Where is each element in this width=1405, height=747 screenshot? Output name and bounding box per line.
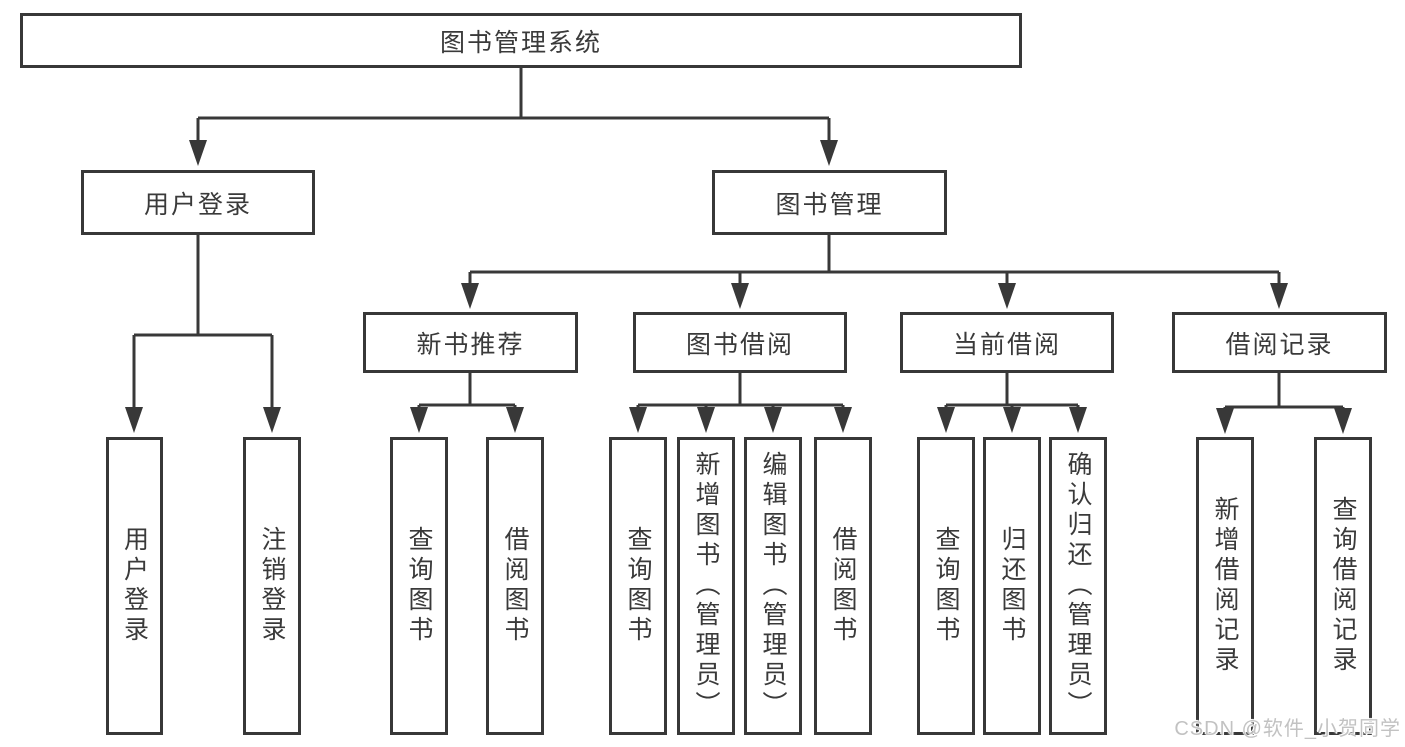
- leaf-query-books-recommend: 查询图书: [390, 437, 448, 735]
- node-borrowing-records: 借阅记录: [1172, 312, 1387, 373]
- leaf-query-books-current: 查询图书: [917, 437, 975, 735]
- csdn-watermark: CSDN @软件_小贺同学: [1174, 718, 1401, 740]
- leaf-query-books-recommend-label: 查询图书: [405, 526, 433, 646]
- node-current-borrowing-label: 当前借阅: [952, 330, 1061, 359]
- leaf-query-books-borrow: 查询图书: [609, 437, 667, 735]
- leaf-edit-books-admin-label: 编辑图书（管理员）: [759, 451, 787, 721]
- leaf-borrow-books-recommend-label: 借阅图书: [501, 526, 529, 646]
- node-user-login-label: 用户登录: [143, 190, 252, 219]
- node-new-book-recommend-label: 新书推荐: [416, 330, 525, 359]
- node-current-borrowing: 当前借阅: [900, 312, 1114, 373]
- leaf-query-books-current-label: 查询图书: [932, 526, 960, 646]
- node-user-login: 用户登录: [81, 170, 315, 235]
- node-root: 图书管理系统: [20, 13, 1022, 68]
- node-book-borrowing: 图书借阅: [633, 312, 847, 373]
- node-new-book-recommend: 新书推荐: [363, 312, 578, 373]
- leaf-edit-books-admin: 编辑图书（管理员）: [744, 437, 802, 735]
- leaf-query-borrow-record: 查询借阅记录: [1314, 437, 1372, 735]
- leaf-user-login-label: 用户登录: [120, 526, 149, 646]
- leaf-user-login: 用户登录: [106, 437, 163, 735]
- leaf-logout-label: 注销登录: [258, 526, 286, 646]
- leaf-confirm-return-admin-label: 确认归还（管理员）: [1064, 451, 1092, 721]
- leaf-borrow-books: 借阅图书: [814, 437, 872, 735]
- leaf-add-books-admin: 新增图书（管理员）: [677, 437, 735, 735]
- node-book-management-label: 图书管理: [775, 190, 884, 219]
- leaf-borrow-books-label: 借阅图书: [829, 526, 857, 646]
- node-book-management: 图书管理: [712, 170, 947, 235]
- node-borrowing-records-label: 借阅记录: [1225, 330, 1334, 359]
- leaf-logout: 注销登录: [243, 437, 301, 735]
- leaf-borrow-books-recommend: 借阅图书: [486, 437, 544, 735]
- leaf-add-borrow-record-label: 新增借阅记录: [1211, 496, 1239, 676]
- node-book-borrowing-label: 图书借阅: [685, 330, 794, 359]
- leaf-add-borrow-record: 新增借阅记录: [1196, 437, 1254, 735]
- leaf-add-books-admin-label: 新增图书（管理员）: [692, 451, 720, 721]
- leaf-query-books-borrow-label: 查询图书: [624, 526, 652, 646]
- leaf-query-borrow-record-label: 查询借阅记录: [1329, 496, 1357, 676]
- leaf-return-books: 归还图书: [983, 437, 1041, 735]
- leaf-return-books-label: 归还图书: [998, 526, 1026, 646]
- node-root-label: 图书管理系统: [439, 28, 602, 57]
- leaf-confirm-return-admin: 确认归还（管理员）: [1049, 437, 1107, 735]
